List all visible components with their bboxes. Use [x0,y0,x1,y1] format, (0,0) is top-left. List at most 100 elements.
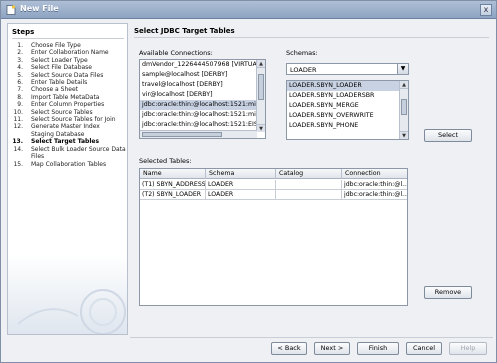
step-number: 3. [17,56,23,64]
cancel-button[interactable]: Cancel [406,342,442,355]
step-number: 6. [17,79,23,87]
step-item: 8. Import Table MetaData [12,94,126,101]
new-file-icon [6,5,16,15]
step-number: 12. [13,123,23,131]
step-number: 14. [13,145,23,153]
close-icon[interactable]: x [480,4,492,16]
schemas-label: Schemas: [286,49,318,57]
cell-connection: jdbc:oracle:thin:@l... [342,191,407,200]
step-label: Select Loader Type [31,56,88,64]
help-button[interactable]: Help [449,342,487,355]
schema-dropdown[interactable]: LOADER ▼ [286,63,409,75]
table-header: Name Schema Catalog Connection [140,169,407,179]
back-button[interactable]: < Back [271,342,307,355]
step-label: Import Table MetaData [31,93,100,101]
select-button[interactable]: Select [424,129,472,142]
step-number: 15. [13,160,23,168]
step-label: Select File Database [31,64,92,72]
scroll-up-icon[interactable]: ▲ [400,81,408,89]
step-label: Enter Collaboration Name [31,49,109,57]
step-label: Select Source Data Files [31,71,104,79]
scroll-thumb[interactable] [258,74,264,100]
step-label: Select Bulk Loader Source Data [31,145,126,153]
schema-table-item[interactable]: LOADER.SBYN_PHONE [289,122,359,129]
schema-table-item[interactable]: LOADER.SBYN_LOADER [287,81,408,91]
schema-tables-vscrollbar[interactable]: ▲ ▼ [399,81,408,139]
column-header-connection[interactable]: Connection [345,170,381,177]
step-item: 4. Select File Database [12,64,126,71]
step-number: 2. [17,49,23,57]
cell-connection: jdbc:oracle:thin:@l... [342,181,407,190]
steps-title: Steps [12,28,35,36]
scroll-down-icon[interactable]: ▼ [257,124,265,132]
connection-item[interactable]: jdbc:oracle:thin:@localhost:1521:EISO2 [142,121,265,128]
schema-table-item[interactable]: LOADER.SBYN_OVERWRITE [289,112,374,119]
step-number: 4. [17,64,23,72]
steps-divider [12,38,124,39]
cell-schema: LOADER [206,190,276,200]
step-item: 1.Choose File Type [12,42,126,49]
step-number: 13. [12,138,23,146]
chevron-down-icon[interactable]: ▼ [397,64,408,74]
next-button[interactable]: Next > [314,342,350,355]
step-label: Generate Master Index [31,123,100,131]
step-number: 5. [17,71,23,79]
step-number: 9. [17,101,23,109]
step-label: Map Collaboration Tables [31,160,107,168]
available-connections-label: Available Connections: [139,49,213,57]
column-header-schema[interactable]: Schema [206,169,276,179]
step-label: Select Source Tables [31,108,93,116]
step-item: 7. Choose a Sheet [12,86,126,93]
title-bar[interactable]: New File x [1,1,496,19]
scroll-down-icon[interactable]: ▼ [400,131,408,139]
connection-item[interactable]: vir@localhost [DERBY] [142,91,213,98]
step-number: 1. [17,42,23,49]
selected-tables-label: Selected Tables: [139,157,192,165]
connections-list[interactable]: dmVendor_1226444507968 [VIRTUAL D sample@… [139,59,266,139]
connection-item[interactable]: travel@localhost [DERBY] [142,81,223,88]
step-number: 8. [17,93,23,101]
schema-value: LOADER [290,66,317,74]
step-label: Enter Column Properties [31,101,105,109]
hscroll-thumb[interactable] [142,132,222,137]
cell-catalog [276,190,342,200]
step-label: Enter Table Details [31,79,88,87]
step-number: 10. [13,108,23,116]
scroll-thumb[interactable] [401,99,407,115]
column-header-catalog[interactable]: Catalog [276,169,342,179]
schema-table-item[interactable]: LOADER.SBYN_LOADERSBR [289,92,375,99]
finish-button[interactable]: Finish [357,342,399,355]
selected-tables-table[interactable]: Name Schema Catalog Connection (T1) SBYN… [139,168,408,306]
connection-item[interactable]: sample@localhost [DERBY] [142,71,228,78]
step-item: 13.Select Target Tables [12,138,126,145]
connection-item[interactable]: jdbc:oracle:thin:@localhost:1521:midm [140,100,265,110]
scroll-up-icon[interactable]: ▲ [257,60,265,68]
step-number: 7. [17,86,23,94]
step-item: 12. Generate Master Index [12,123,126,130]
step-item: 9. Enter Column Properties [12,101,126,108]
page-title-divider [134,37,489,38]
cell-catalog [276,180,342,190]
wizard-decoration-graphic [8,254,127,334]
connections-items: dmVendor_1226444507968 [VIRTUAL D sample@… [140,60,265,130]
column-header-name[interactable]: Name [140,169,206,179]
schema-table-item[interactable]: LOADER.SBYN_MERGE [289,102,359,109]
connection-item[interactable]: jdbc:oracle:thin:@localhost:1521:midm [142,111,265,118]
connection-item[interactable]: dmVendor_1226444507968 [VIRTUAL D [142,61,265,68]
remove-button[interactable]: Remove [424,286,472,299]
connections-vscrollbar[interactable]: ▲ ▼ [256,60,265,132]
step-item: 3. Select Loader Type [12,57,126,64]
page-title: Select JDBC Target Tables [134,27,235,35]
step-label: Choose a Sheet [31,86,78,94]
connections-hscrollbar[interactable] [140,130,257,138]
step-number: 11. [13,116,23,124]
step-label: Staging Database [31,130,85,138]
step-item: Staging Database [12,131,126,138]
